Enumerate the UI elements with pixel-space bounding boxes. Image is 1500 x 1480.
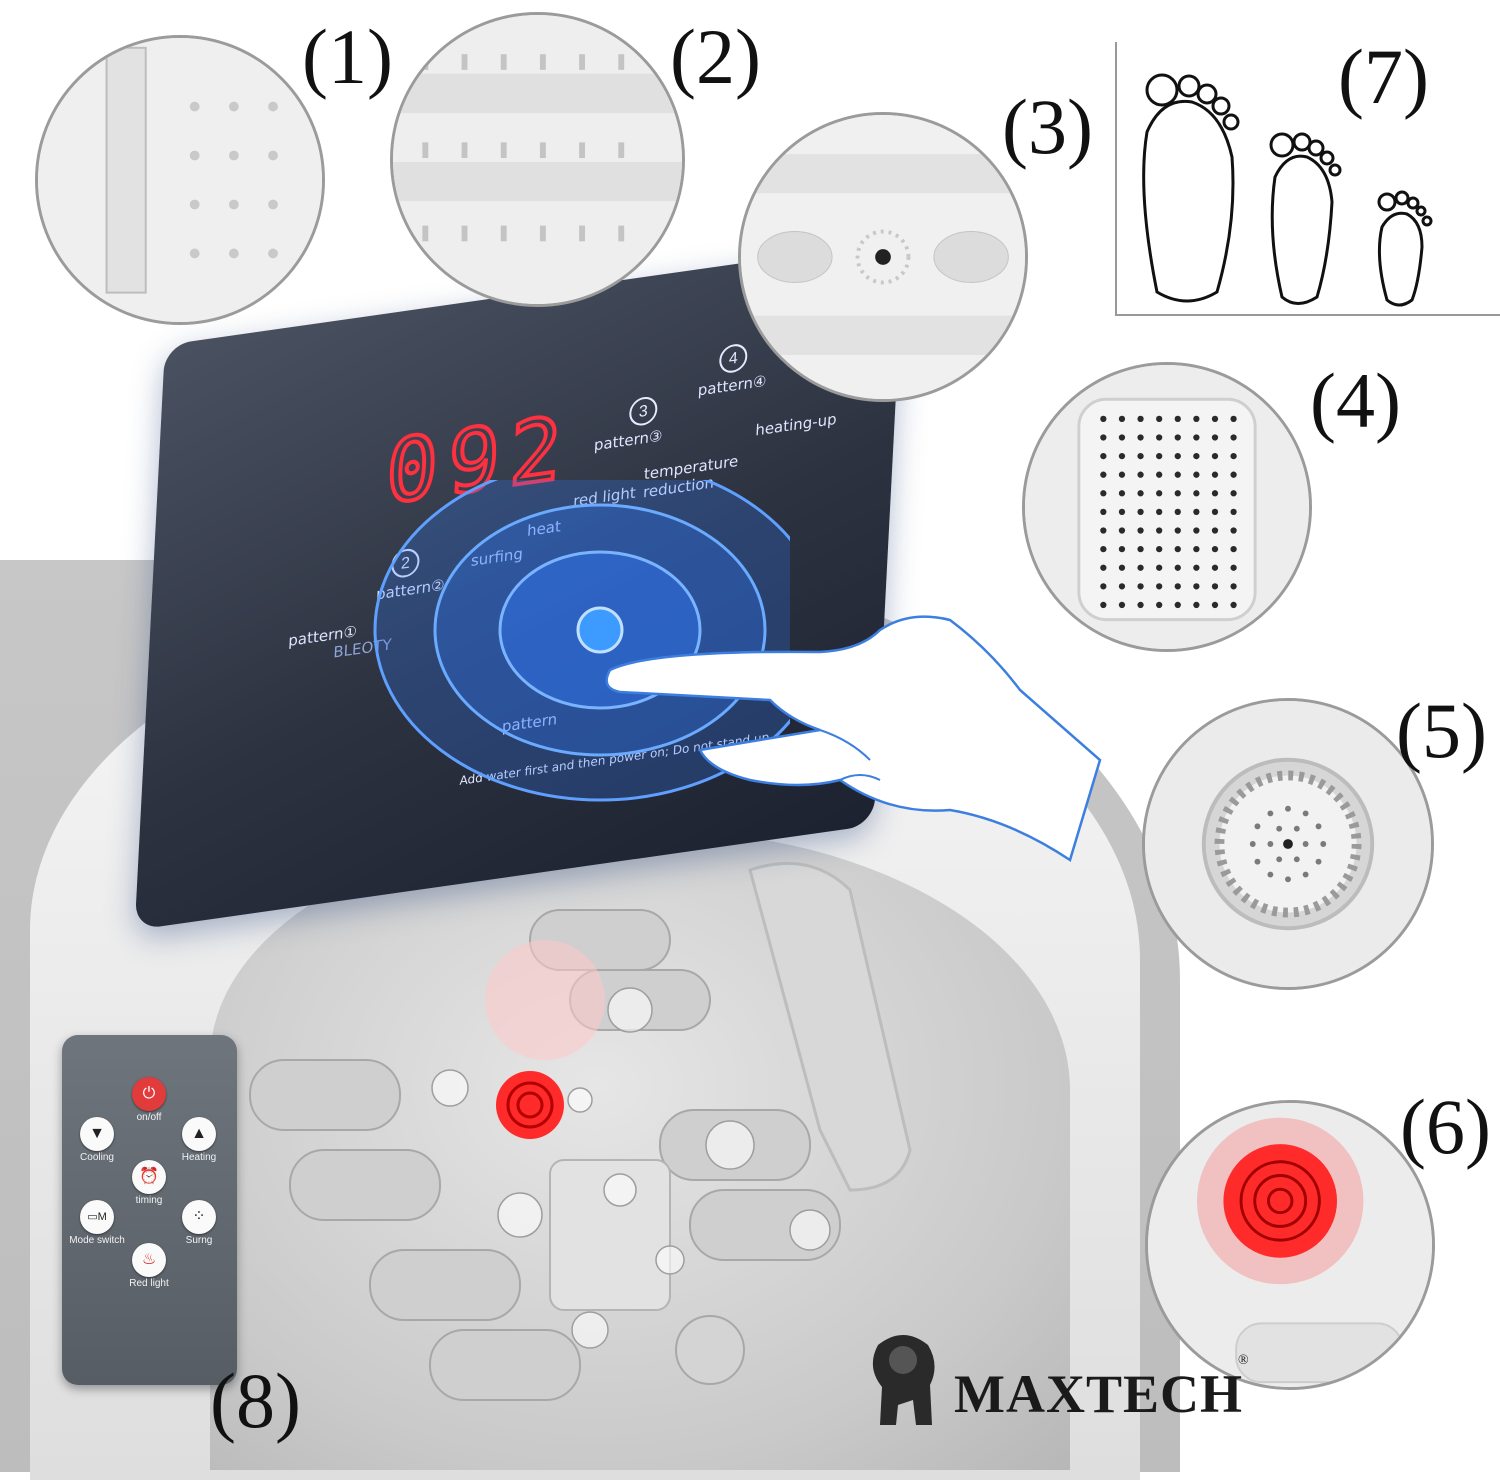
foot-large-outline bbox=[1142, 99, 1235, 303]
bubbles-icon[interactable]: ⁘ bbox=[182, 1200, 216, 1234]
detail-circle-drain-filter bbox=[1142, 698, 1434, 990]
drain-strainer bbox=[675, 1315, 745, 1385]
foot-small-outline bbox=[1377, 211, 1424, 307]
roller bbox=[429, 1329, 581, 1401]
foot-medium-outline bbox=[1270, 154, 1334, 305]
power-icon[interactable]: ⏻ bbox=[132, 1077, 166, 1111]
pattern-3-label: pattern③ bbox=[593, 426, 663, 455]
detail-circle-massage-nubs bbox=[390, 12, 685, 307]
foot-mat bbox=[748, 861, 912, 1192]
detail-circle-air-bubble-nozzle bbox=[738, 112, 1028, 402]
callout-2: (2) bbox=[670, 13, 761, 100]
heating-label: Heating bbox=[181, 1152, 217, 1163]
roller bbox=[369, 1249, 521, 1321]
roller bbox=[249, 1059, 401, 1131]
cooling-down-arrow-icon[interactable]: ▼ bbox=[80, 1117, 114, 1151]
surfing-label: Surng bbox=[185, 1235, 213, 1246]
callout-4: (4) bbox=[1310, 357, 1401, 444]
callout-7: (7) bbox=[1338, 33, 1429, 120]
mode-switch-label: Mode switch bbox=[69, 1235, 125, 1246]
basin-rollers-illustration bbox=[249, 861, 912, 1401]
cooling-label: Cooling bbox=[80, 1152, 114, 1163]
heating-up-label: heating-up bbox=[754, 409, 838, 440]
on-off-label: on/off bbox=[136, 1112, 162, 1123]
alarm-clock-icon[interactable]: ⏰ bbox=[132, 1160, 166, 1194]
red-light-label: Red light bbox=[129, 1278, 169, 1289]
brand-logo: MAXTECH ® bbox=[858, 1325, 1258, 1435]
callout-1: (1) bbox=[302, 13, 393, 100]
callout-8: (8) bbox=[210, 1357, 301, 1444]
center-mesh-pad bbox=[549, 1159, 671, 1311]
timing-label: timing bbox=[135, 1195, 163, 1206]
lion-logo-icon bbox=[872, 1335, 935, 1425]
detail-circle-red-light bbox=[1145, 1100, 1435, 1390]
callout-3: (3) bbox=[1002, 83, 1093, 170]
mode-switch-icon[interactable]: ▭M bbox=[80, 1200, 114, 1234]
brand-name: MAXTECH bbox=[954, 1364, 1243, 1424]
callout-5: (5) bbox=[1396, 687, 1487, 774]
registered-mark: ® bbox=[1238, 1353, 1249, 1368]
callout-6: (6) bbox=[1400, 1083, 1491, 1170]
pointing-hand-illustration bbox=[605, 615, 1102, 862]
pattern-3-icon[interactable]: 3 bbox=[628, 395, 659, 428]
roller bbox=[289, 1149, 441, 1221]
red-light-lamp bbox=[496, 1071, 564, 1139]
flame-icon[interactable]: ♨ bbox=[132, 1243, 166, 1277]
detail-circle-side-massage bbox=[35, 35, 325, 325]
remote-control: ⏻ on/off ▼ Cooling ▲ Heating ⏰ timing ▭M… bbox=[62, 1035, 237, 1385]
pattern-4-icon[interactable]: 4 bbox=[718, 342, 749, 375]
pattern-4-label: pattern④ bbox=[697, 371, 767, 400]
heating-up-arrow-icon[interactable]: ▲ bbox=[182, 1117, 216, 1151]
light-glow bbox=[485, 940, 605, 1060]
detail-circle-acupressure-pad bbox=[1022, 362, 1312, 652]
foot-size-guide bbox=[1115, 42, 1500, 316]
